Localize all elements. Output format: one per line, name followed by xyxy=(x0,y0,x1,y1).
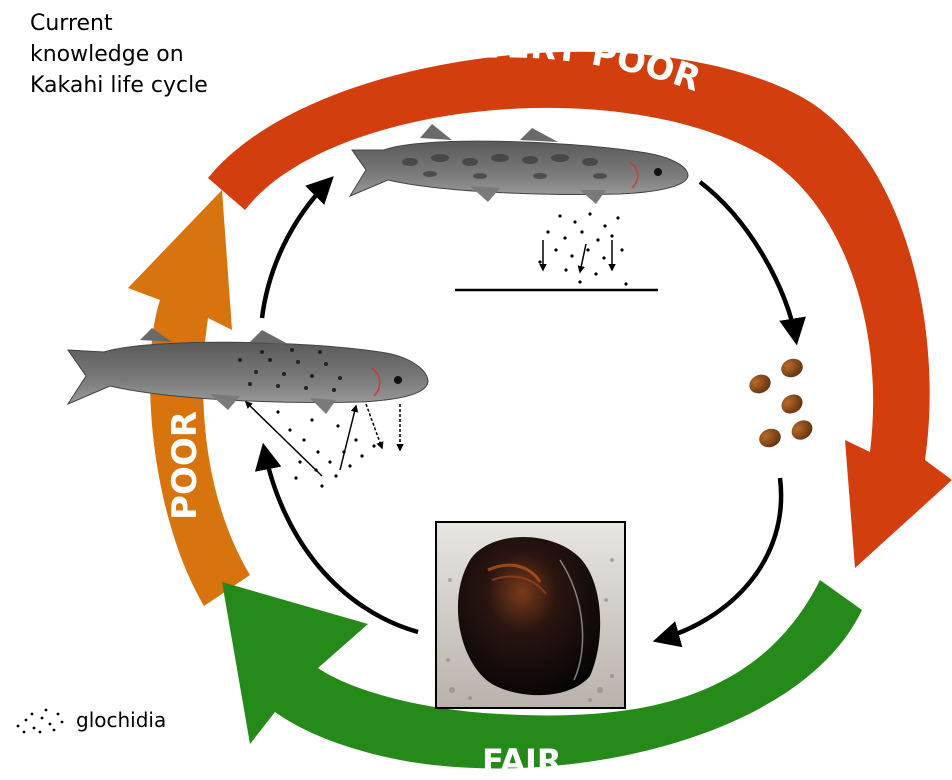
legend-label: glochidia xyxy=(76,708,166,732)
juvenile-mussel xyxy=(778,391,806,418)
juvenile-mussels xyxy=(746,356,816,450)
glochidia-release xyxy=(455,212,658,290)
juvenile-mussel xyxy=(779,356,806,380)
adult-mussel-photo xyxy=(436,522,625,708)
arrow-top-to-right xyxy=(700,182,796,340)
glochidia-dots-icon xyxy=(17,709,64,734)
poor-label: POOR xyxy=(165,411,205,520)
very-poor-band: VERY POOR xyxy=(208,26,952,568)
juvenile-mussel xyxy=(788,416,816,443)
very-poor-arrow xyxy=(208,52,952,568)
fair-label: FAIR xyxy=(482,742,562,780)
arrow-right-to-bottom xyxy=(658,478,781,640)
fish-upper xyxy=(350,124,688,204)
arrow-left-to-top xyxy=(262,180,330,318)
fish-lower xyxy=(68,328,428,414)
juvenile-mussel xyxy=(746,371,774,397)
juvenile-mussel xyxy=(757,426,784,450)
